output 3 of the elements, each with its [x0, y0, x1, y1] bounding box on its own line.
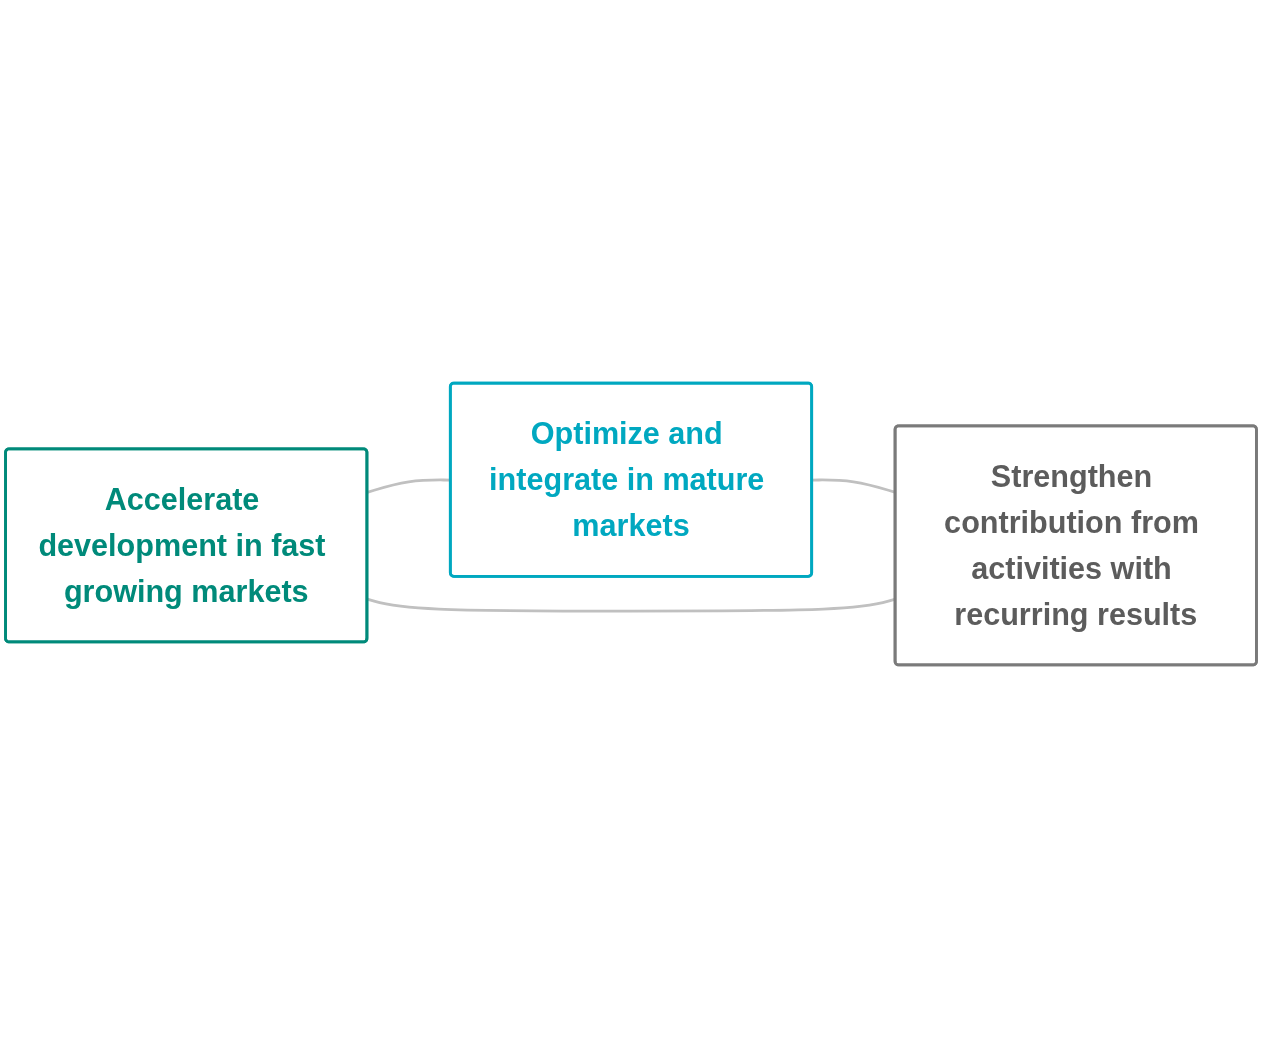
connector — [366, 478, 451, 494]
connector — [812, 478, 896, 494]
connector — [366, 597, 896, 613]
